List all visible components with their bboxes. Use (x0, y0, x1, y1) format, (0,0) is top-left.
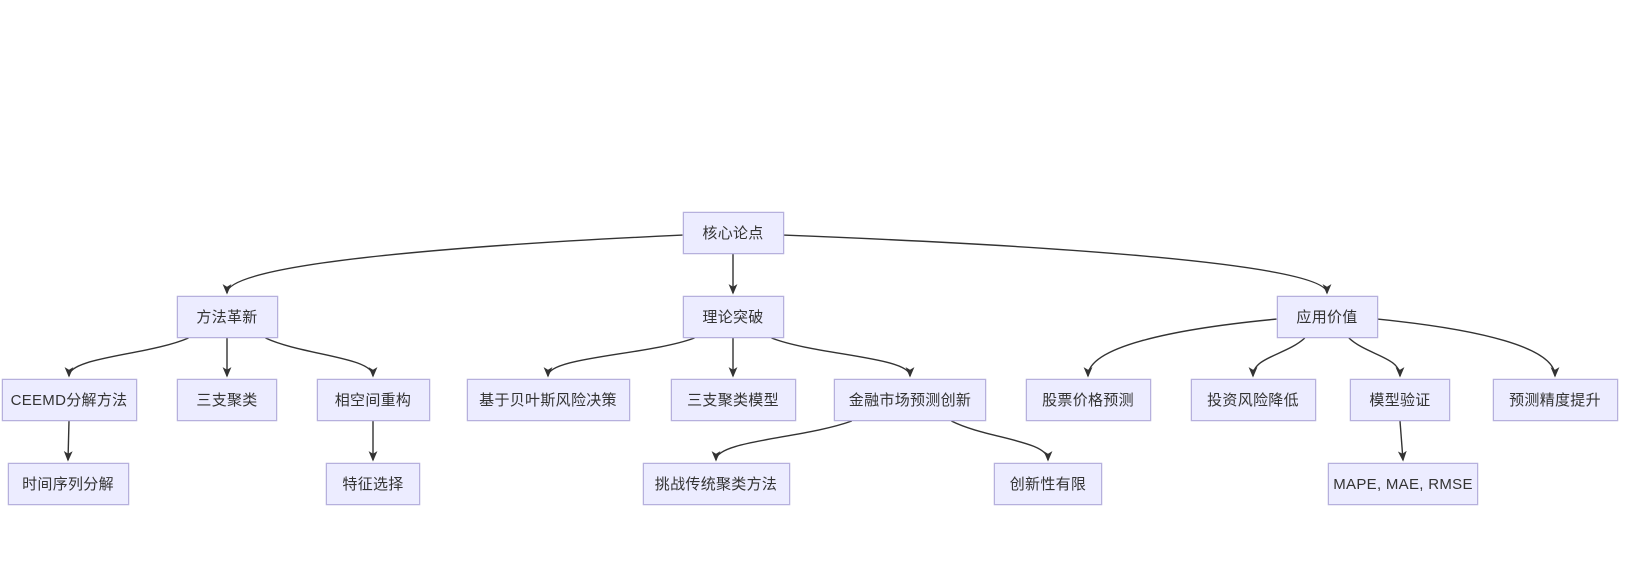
node-financial-market-forecast-innovation: 金融市场预测创新 (834, 379, 986, 421)
node-label-three-way-clustering-model: 三支聚类模型 (687, 391, 779, 409)
node-label-financial-market-forecast-innovation: 金融市场预测创新 (848, 391, 972, 409)
node-error-metrics-mape-mae-rmse: MAPE, MAE, RMSE (1328, 463, 1478, 505)
node-label-feature-selection: 特征选择 (342, 475, 404, 493)
node-three-way-clustering: 三支聚类 (177, 379, 277, 421)
node-label-forecast-precision-improvement: 预测精度提升 (1509, 391, 1601, 409)
node-label-error-metrics-mape-mae-rmse: MAPE, MAE, RMSE (1333, 475, 1473, 493)
node-label-challenge-traditional-clustering: 挑战传统聚类方法 (654, 475, 778, 493)
node-investment-risk-reduction: 投资风险降低 (1190, 379, 1316, 421)
node-label-three-way-clustering: 三支聚类 (196, 391, 258, 409)
node-label-model-validation: 模型验证 (1369, 391, 1431, 409)
node-challenge-traditional-clustering: 挑战传统聚类方法 (642, 463, 790, 505)
node-feature-selection: 特征选择 (326, 463, 420, 505)
node-theory-breakthrough: 理论突破 (682, 296, 784, 338)
node-ceemd-decomposition-method: CEEMD分解方法 (1, 379, 137, 421)
node-method-innovation: 方法革新 (176, 296, 278, 338)
node-label-core-thesis: 核心论点 (702, 224, 764, 242)
node-label-stock-price-prediction: 股票价格预测 (1042, 391, 1134, 409)
node-time-series-decomposition: 时间序列分解 (7, 463, 129, 505)
node-label-investment-risk-reduction: 投资风险降低 (1207, 391, 1299, 409)
node-limited-novelty: 创新性有限 (994, 463, 1102, 505)
node-label-time-series-decomposition: 时间序列分解 (22, 475, 114, 493)
node-phase-space-reconstruction: 相空间重构 (316, 379, 430, 421)
node-label-method-innovation: 方法革新 (196, 308, 258, 326)
node-application-value: 应用价值 (1276, 296, 1378, 338)
node-label-bayesian-risk-decision: 基于贝叶斯风险决策 (479, 391, 617, 409)
node-forecast-precision-improvement: 预测精度提升 (1492, 379, 1618, 421)
node-model-validation: 模型验证 (1350, 379, 1450, 421)
node-three-way-clustering-model: 三支聚类模型 (670, 379, 796, 421)
node-label-limited-novelty: 创新性有限 (1009, 475, 1087, 493)
node-bayesian-risk-decision: 基于贝叶斯风险决策 (466, 379, 630, 421)
node-label-phase-space-reconstruction: 相空间重构 (334, 391, 412, 409)
node-core-thesis: 核心论点 (682, 212, 784, 254)
node-label-application-value: 应用价值 (1296, 308, 1358, 326)
node-stock-price-prediction: 股票价格预测 (1025, 379, 1151, 421)
node-label-theory-breakthrough: 理论突破 (702, 308, 764, 326)
node-label-ceemd-decomposition-method: CEEMD分解方法 (10, 391, 128, 409)
